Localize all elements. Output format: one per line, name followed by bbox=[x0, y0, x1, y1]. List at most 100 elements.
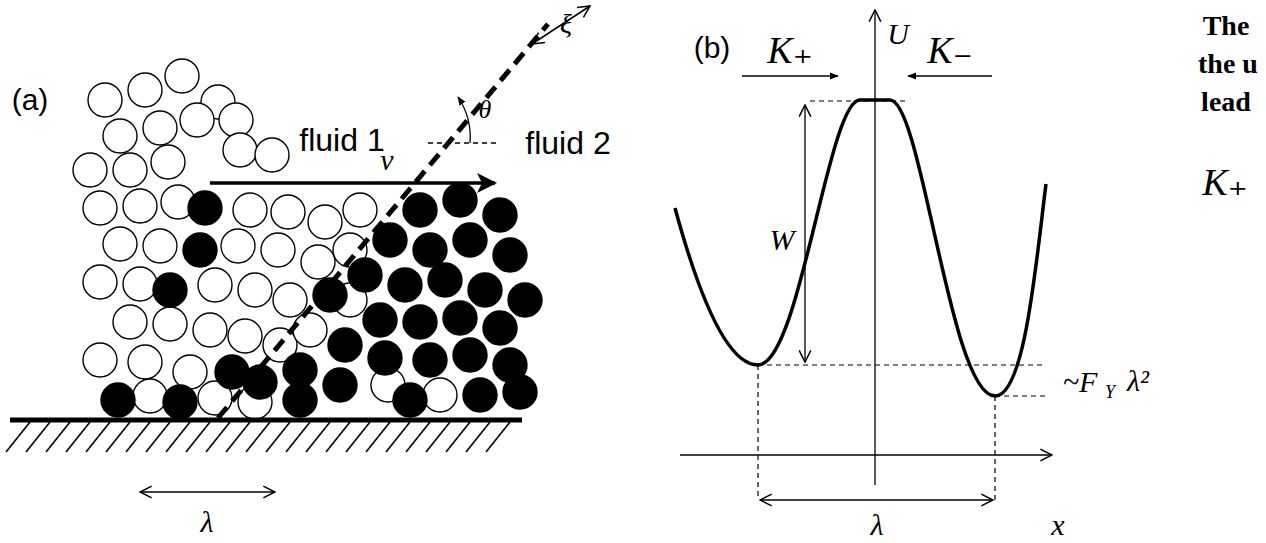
fluid-1-particle bbox=[423, 378, 457, 412]
fluid-1-particle bbox=[198, 268, 232, 302]
hatch-stroke bbox=[6, 422, 30, 452]
hatch-stroke bbox=[446, 422, 470, 452]
fluid-2-particle bbox=[283, 383, 317, 417]
fluid-1-particle bbox=[261, 233, 295, 267]
dimension-label: λ bbox=[871, 510, 884, 540]
cut-text: The bbox=[1203, 12, 1250, 40]
fluid-1-particle bbox=[151, 145, 185, 179]
fluid-2-particle bbox=[101, 383, 135, 417]
hatch-stroke bbox=[386, 422, 410, 452]
hatch-stroke bbox=[326, 422, 350, 452]
fluid-1-particle bbox=[103, 227, 137, 261]
axis-symbol: ξ bbox=[560, 10, 572, 38]
hatch-stroke bbox=[186, 422, 210, 452]
fluid-1-particle bbox=[308, 205, 342, 239]
velocity-symbol: v bbox=[380, 145, 393, 175]
cut-text: K₊ bbox=[1202, 163, 1247, 201]
hatch-stroke bbox=[406, 422, 430, 452]
fluid-1-particle bbox=[255, 138, 289, 172]
fluid-1-particle bbox=[73, 153, 107, 187]
fluid-2-particle bbox=[188, 191, 222, 225]
hatch-stroke bbox=[286, 422, 310, 452]
fluid-1-particle bbox=[343, 193, 377, 227]
fluid-1-particle bbox=[271, 195, 305, 229]
energy-label: λ² bbox=[1127, 366, 1149, 396]
fluid-1-particle bbox=[143, 111, 177, 145]
fluid-2-particle bbox=[428, 263, 462, 297]
fluid-1-particle bbox=[219, 103, 253, 137]
hatch-stroke bbox=[266, 422, 290, 452]
hatch-stroke bbox=[426, 422, 450, 452]
panel-label: (a) bbox=[12, 85, 49, 115]
cut-text: lead bbox=[1201, 88, 1251, 116]
panel-b-plot bbox=[675, 10, 1052, 500]
angle-symbol: θ bbox=[479, 97, 492, 123]
hatch-stroke bbox=[26, 422, 50, 452]
fluid-1-particle bbox=[223, 133, 257, 167]
fluid-1-particle bbox=[88, 83, 122, 117]
fluid-2-particle bbox=[363, 303, 397, 337]
fluid-1-particle bbox=[193, 313, 227, 347]
fluid-2-particle bbox=[403, 193, 437, 227]
fluid-2-particle bbox=[468, 273, 502, 307]
dimension-label: λ bbox=[201, 507, 214, 537]
hatch-stroke bbox=[226, 422, 250, 452]
force-label: K₋ bbox=[927, 31, 972, 69]
fluid-1-particle bbox=[133, 379, 167, 413]
fluid-1-particle bbox=[83, 191, 117, 225]
fluid-2-particle bbox=[483, 311, 517, 345]
barrier-height-label: W bbox=[770, 225, 795, 255]
wall bbox=[6, 420, 522, 452]
fluid-1-particle bbox=[293, 313, 327, 347]
hatch-stroke bbox=[206, 422, 230, 452]
fluid-2-particle bbox=[463, 378, 497, 412]
fluid-1-particle bbox=[143, 229, 177, 263]
hatch-stroke bbox=[366, 422, 390, 452]
fluid-2-particle bbox=[503, 375, 537, 409]
fluid-2-particle bbox=[328, 328, 362, 362]
fluid-1-particle bbox=[83, 265, 117, 299]
fluid-1-particle bbox=[128, 73, 162, 107]
fluid-2-particle bbox=[483, 198, 517, 232]
fluid-1-particle bbox=[83, 343, 117, 377]
fluid-2-particle bbox=[453, 223, 487, 257]
fluid-2-particle bbox=[388, 268, 422, 302]
fluid-2-particle bbox=[348, 258, 382, 292]
energy-subscript: Y bbox=[1105, 383, 1115, 401]
hatch-stroke bbox=[486, 422, 510, 452]
hatch-stroke bbox=[146, 422, 170, 452]
hatch-stroke bbox=[246, 422, 270, 452]
hatch-stroke bbox=[66, 422, 90, 452]
panel-a-lines bbox=[140, 6, 590, 492]
hatch-stroke bbox=[466, 422, 490, 452]
fluid-1-particle bbox=[153, 307, 187, 341]
fluid-1-particle bbox=[113, 153, 147, 187]
fluid-2-particle bbox=[393, 383, 427, 417]
fluid-1-particle bbox=[113, 305, 147, 339]
hatch-stroke bbox=[346, 422, 370, 452]
fluid-2-particle bbox=[508, 283, 542, 317]
fluid-2-particle bbox=[413, 233, 447, 267]
fluid-1-particle bbox=[180, 103, 214, 137]
fluid-2-particle bbox=[153, 273, 187, 307]
fluid-2-particle bbox=[163, 385, 197, 419]
fluid-1-particle bbox=[301, 245, 335, 279]
fluid-2-particle bbox=[368, 341, 402, 375]
fluid-1-particle bbox=[273, 283, 307, 317]
cut-text: the u bbox=[1198, 50, 1258, 78]
energy-label: ~F bbox=[1063, 367, 1098, 397]
fluid-2-particle bbox=[443, 301, 477, 335]
axis-label: U bbox=[887, 19, 909, 49]
fluid-1-particle bbox=[165, 59, 199, 93]
hatch-stroke bbox=[86, 422, 110, 452]
fluid-1-particle bbox=[103, 119, 137, 153]
fluid-1-particle bbox=[123, 189, 157, 223]
hatch-stroke bbox=[126, 422, 150, 452]
fluid-2-particle bbox=[403, 305, 437, 339]
hatch-stroke bbox=[166, 422, 190, 452]
fluid-2-particle bbox=[453, 338, 487, 372]
fluid-1-particle bbox=[228, 319, 262, 353]
fluid-1-particle bbox=[238, 273, 272, 307]
